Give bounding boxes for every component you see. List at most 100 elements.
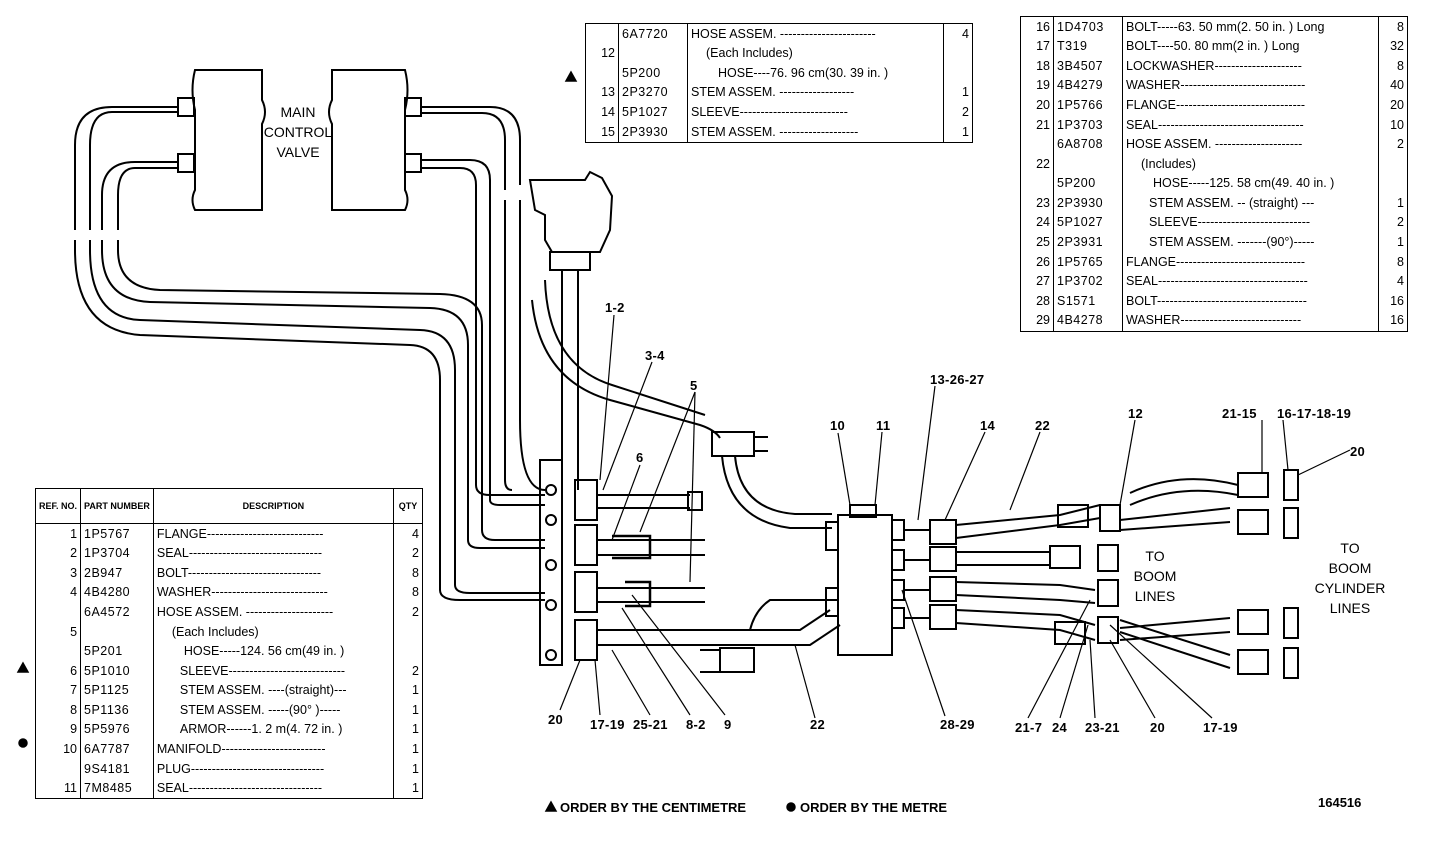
part-number-cell: 2P3930 [1053,193,1123,213]
cyl-label-line-4: LINES [1329,600,1371,616]
ref-no-cell [1021,135,1054,155]
description-cell: SEAL-------------------------------- [152,543,394,564]
part-number-cell: 2P3270 [618,82,688,103]
part-number-cell: 3B4507 [1053,56,1123,76]
cyl-label-line-3: CYLINDER [1314,580,1386,596]
description-cell: STEM ASSEM. ----(straight)--- [152,680,394,701]
ref-no-cell: 17 [1036,39,1050,54]
description-cell: (Includes) [1122,154,1379,174]
qty-cell: 2 [943,102,973,122]
ref-no-cell: 18 [1036,58,1050,73]
part-number-cell: 1P5766 [1053,95,1123,115]
qty-cell: 2 [393,543,423,564]
description-cell: PLUG-------------------------------- [152,759,394,779]
table-row: 5(Each Includes) [36,621,423,642]
description-cell: HOSE----76. 96 cm(30. 39 in. ) [687,63,944,83]
description-cell: STEM ASSEM. -------(90°)----- [1122,232,1379,253]
part-number-cell: 5P1136 [80,700,154,720]
ref-no-cell: 25 [1036,235,1050,250]
qty-cell: 1 [393,759,423,779]
qty-cell: 1 [943,121,973,143]
boom-label-line-3: LINES [1134,588,1176,604]
description-cell: STEM ASSEM. -- (straight) --- [1122,193,1379,213]
description-cell: HOSE-----124. 56 cm(49 in. ) [152,641,394,662]
part-number-cell [80,621,154,642]
part-number-cell: 1P3704 [80,543,154,564]
description-cell: WASHER----------------------------- [1122,310,1379,331]
qty-cell: 1 [1378,232,1408,253]
ref-no-cell: 14 [601,104,615,119]
upper-right-hose [711,431,832,529]
description-cell: BOLT------------------------------------ [1122,291,1379,311]
part-number-cell: 4B4279 [1053,75,1123,96]
callout-12: 12 [1128,406,1144,421]
part-number-cell: 5P1125 [80,680,154,701]
ref-no-cell: 22 [1036,156,1050,171]
boom-label-line-1: TO [1145,548,1165,564]
qty-cell: 20 [1378,95,1408,115]
part-number-cell: 2B947 [80,563,154,583]
footnote-metre: ORDER BY THE METRE [800,800,948,815]
callout-20-bottom-right: 20 [1150,720,1166,735]
qty-cell: 8 [393,563,423,583]
ref-no-cell: 20 [1036,97,1050,112]
ref-no-cell [36,602,81,622]
qty-cell: 2 [1378,212,1408,233]
ref-no-cell: 23 [1036,195,1050,210]
description-cell: SLEEVE--------------------------- [1122,212,1379,233]
description-cell: ARMOR------1. 2 m(4. 72 in. ) [152,719,394,740]
callout-16-17-18-19: 16-17-18-19 [1277,406,1352,421]
ref-no-cell: 12 [601,46,615,61]
ref-no-cell: 26 [1036,254,1050,269]
ref-no-cell: 8 [70,702,78,717]
ref-no-cell: 29 [1036,313,1050,328]
description-cell: (Each Includes) [152,621,394,642]
qty-cell [393,641,423,662]
table-row: 12(Each Includes) [586,43,973,64]
qty-cell: 2 [1378,134,1408,155]
part-number-cell: 2P3930 [618,121,688,143]
header-ref-no: REF. NO. [35,488,81,524]
qty-cell [943,43,973,64]
qty-cell: 4 [1378,271,1408,292]
ref-no-cell: 19 [1036,78,1050,93]
leader-lines [559,314,1351,719]
callout-5: 5 [690,378,698,393]
callout-22-top: 22 [1035,418,1051,433]
qty-cell: 40 [1378,75,1408,96]
part-number-cell [618,43,688,64]
to-boom-lines-label: TO BOOM LINES [1120,546,1190,606]
qty-cell: 2 [393,661,423,681]
main-label-line-3: VALVE [276,144,320,160]
description-cell: SEAL----------------------------------- [1122,114,1379,135]
qty-cell: 32 [1378,36,1408,57]
part-number-cell: T319 [1053,36,1123,57]
qty-cell: 1 [393,700,423,720]
header-qty: QTY [393,488,423,524]
description-cell: BOLT-------------------------------- [152,563,394,583]
callout-17-19-left: 17-19 [590,717,625,732]
part-number-cell: S1571 [1053,291,1123,311]
main-label-line-2: CONTROL [263,124,333,140]
description-cell: SEAL------------------------------------ [1122,271,1379,292]
description-cell: MANIFOLD------------------------- [152,739,394,760]
ref-no-cell: 16 [1036,19,1050,34]
qty-cell: 1 [943,82,973,103]
ref-no-cell: 10 [63,742,78,757]
